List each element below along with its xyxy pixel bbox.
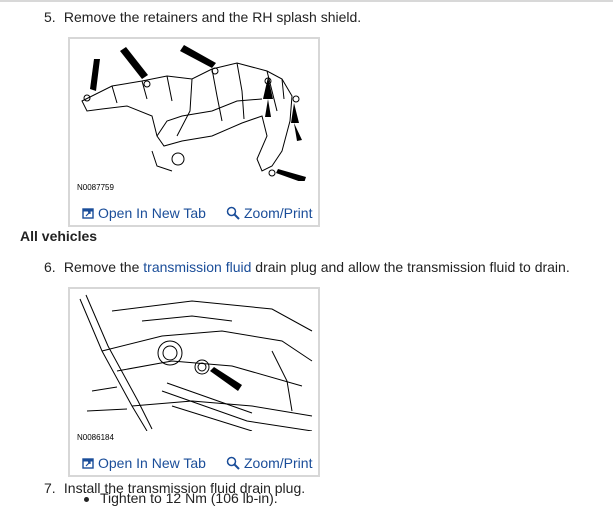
- open-new-tab-icon: [82, 208, 94, 219]
- step-text: Remove the retainers and the RH splash s…: [63, 9, 362, 25]
- magnifier-icon: [226, 456, 240, 470]
- figure-id: N0087759: [77, 183, 114, 192]
- open-in-new-tab-link[interactable]: Open In New Tab: [82, 205, 206, 221]
- top-divider: [0, 0, 613, 2]
- step-7: 7. Install the transmission fluid drain …: [44, 479, 305, 497]
- figure-id: N0086184: [77, 433, 114, 442]
- figure-splash-shield: N0087759 Open In New Tab Zoom/Print: [68, 37, 320, 227]
- section-heading: All vehicles: [20, 228, 98, 244]
- step-number: 7.: [44, 480, 56, 496]
- bullet-point: [84, 497, 89, 502]
- step-text-after: drain plug and allow the transmission fl…: [251, 259, 570, 275]
- transmission-fluid-link[interactable]: transmission fluid: [143, 259, 252, 275]
- step-number: 6.: [44, 259, 56, 275]
- open-in-new-tab-label: Open In New Tab: [98, 205, 206, 221]
- open-in-new-tab-link[interactable]: Open In New Tab: [82, 455, 206, 471]
- zoom-print-label: Zoom/Print: [244, 205, 313, 221]
- open-in-new-tab-label: Open In New Tab: [98, 455, 206, 471]
- step-5: 5. Remove the retainers and the RH splas…: [44, 8, 361, 26]
- zoom-print-link[interactable]: Zoom/Print: [226, 205, 312, 221]
- figure-actions: Open In New Tab Zoom/Print: [70, 203, 318, 225]
- step-text-before: Remove the: [63, 259, 144, 275]
- drain-plug-illustration: [79, 294, 313, 431]
- zoom-print-label: Zoom/Print: [244, 455, 313, 471]
- splash-shield-illustration: [81, 45, 306, 181]
- open-new-tab-icon: [82, 458, 94, 469]
- figure-drain-plug: N0086184 Open In New Tab Zoom/Print: [68, 287, 320, 477]
- step-number: 5.: [44, 9, 56, 25]
- step-6: 6. Remove the transmission fluid drain p…: [44, 258, 570, 276]
- torque-spec: Tighten to 12 Nm (106 lb-in).: [100, 490, 278, 506]
- zoom-print-link[interactable]: Zoom/Print: [226, 455, 312, 471]
- magnifier-icon: [226, 206, 240, 220]
- figure-actions: Open In New Tab Zoom/Print: [70, 453, 318, 475]
- step-text: Install the transmission fluid drain plu…: [63, 480, 306, 496]
